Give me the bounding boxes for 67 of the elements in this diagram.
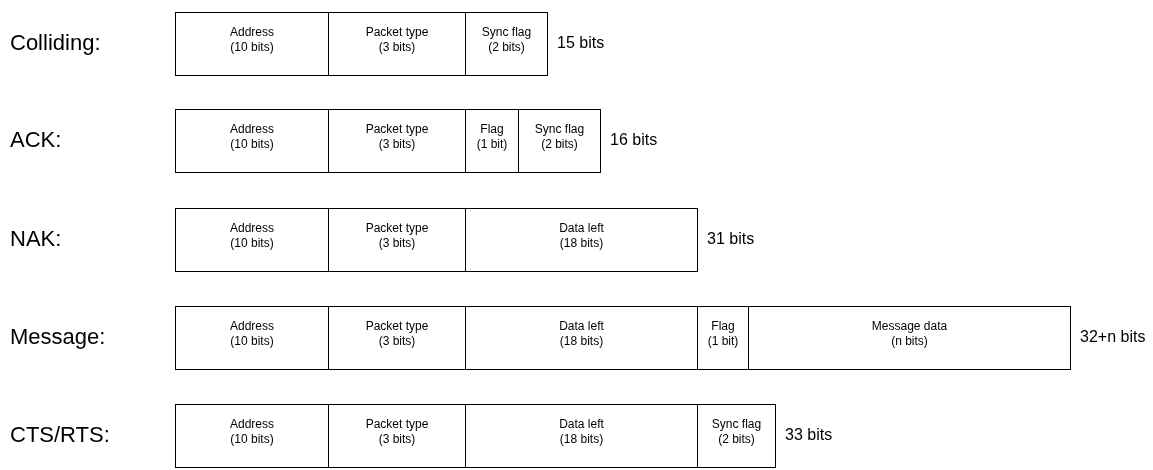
packet-name: Colliding: [10,30,101,56]
field-size: (1 bit) [475,137,509,152]
field-name: Sync flag [710,417,763,432]
bit-count: 15 bits [557,34,605,52]
packet-field [175,306,329,370]
field-size: (18 bits) [558,432,605,447]
packet-name: ACK: [10,127,62,153]
field-size: (2 bits) [487,40,526,55]
field-name: Sync flag [480,25,533,40]
field-name: Packet type [364,122,430,137]
packet-field [465,109,519,173]
field-name: Address [229,25,275,40]
bit-count: 31 bits [707,230,755,248]
field-name: Address [229,319,275,334]
packet-field [328,12,466,76]
field-size: (2 bits) [717,432,756,447]
bit-count: 32+n bits [1080,328,1146,346]
field-name: Data left [558,417,605,432]
field-size: (3 bits) [377,432,417,447]
field-size: (3 bits) [377,236,417,251]
field-name: Sync flag [533,122,586,137]
packet-name: CTS/RTS: [10,422,110,448]
field-name: Packet type [364,221,430,236]
packet-name: Message: [10,324,106,350]
field-size: (10 bits) [229,40,275,55]
field-size: (n bits) [890,334,929,349]
field-size: (1 bit) [706,334,740,349]
field-size: (3 bits) [377,40,417,55]
packet-field [748,306,1071,370]
field-size: (10 bits) [229,432,275,447]
field-size: (10 bits) [229,334,275,349]
packet-field [465,306,698,370]
field-name: Flag [710,319,736,334]
field-name: Flag [479,122,505,137]
packet-field [697,306,749,370]
field-size: (10 bits) [229,236,275,251]
field-name: Address [229,221,275,236]
packet-field [175,12,329,76]
field-size: (2 bits) [540,137,579,152]
field-name: Data left [558,221,605,236]
packet-field [328,109,466,173]
packet-field [328,404,466,468]
field-name: Data left [558,319,605,334]
field-size: (3 bits) [377,137,417,152]
packet-field [465,404,698,468]
packet-field [328,208,466,272]
bit-count: 33 bits [785,426,833,444]
field-name: Address [229,122,275,137]
packet-field [328,306,466,370]
bit-count: 16 bits [610,131,658,149]
field-name: Packet type [364,417,430,432]
field-name: Address [229,417,275,432]
packet-name: NAK: [10,226,62,252]
field-size: (3 bits) [377,334,417,349]
packet-field [465,208,698,272]
packet-field [518,109,601,173]
packet-field [175,109,329,173]
field-size: (10 bits) [229,137,275,152]
packet-field [175,404,329,468]
packet-field [465,12,548,76]
field-size: (18 bits) [558,236,605,251]
field-size: (18 bits) [558,334,605,349]
field-name: Packet type [364,25,430,40]
packet-field [697,404,776,468]
packet-field [175,208,329,272]
field-name: Packet type [364,319,430,334]
field-name: Message data [870,319,949,334]
